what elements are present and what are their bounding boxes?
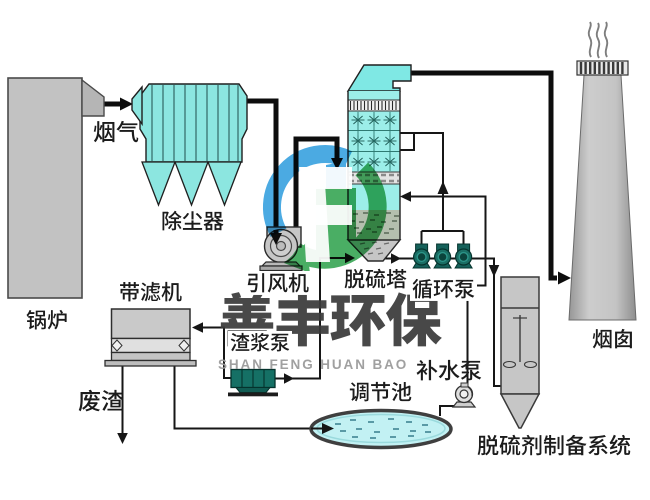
svg-text:SHAN FENG HUAN BAO: SHAN FENG HUAN BAO	[218, 357, 408, 372]
